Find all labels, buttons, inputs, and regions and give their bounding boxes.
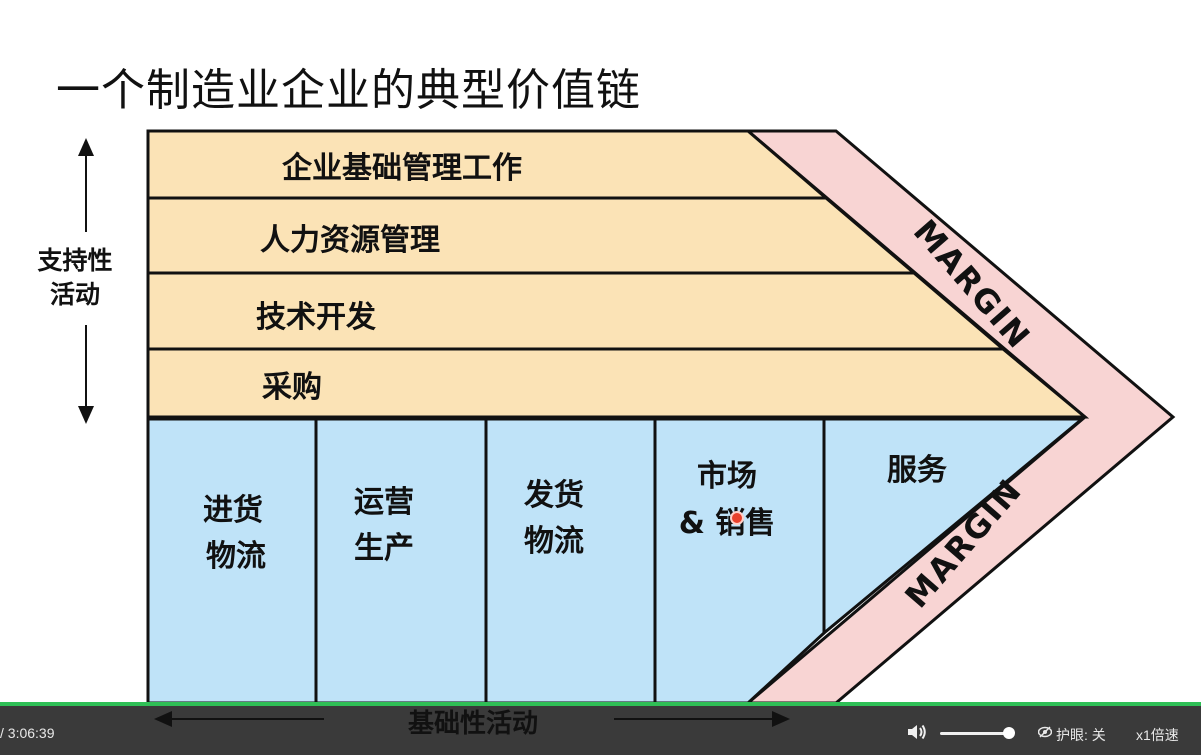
support-label-procurement: 采购 <box>262 370 322 405</box>
primary-label-operations-1: 运营 <box>354 485 414 520</box>
support-label-technology: 技术开发 <box>256 300 376 335</box>
support-label-line2: 活动 <box>49 280 100 309</box>
primary-label-marketing-1: 市场 <box>697 459 757 494</box>
cursor-dot <box>730 511 744 525</box>
video-player-bar: / 3:06:39 护眼: 关 x1倍速 <box>0 702 1201 755</box>
eye-care-icon[interactable] <box>1038 726 1052 738</box>
eye-care-toggle[interactable]: 护眼: 关 <box>1056 727 1106 743</box>
primary-col-operations <box>314 417 488 705</box>
primary-col-inbound <box>146 417 318 705</box>
playback-time: / 3:06:39 <box>0 725 55 741</box>
primary-label-inbound-1: 进货 <box>203 493 263 528</box>
primary-label-outbound-1: 发货 <box>523 478 584 513</box>
volume-slider[interactable] <box>940 732 1008 735</box>
playback-speed-button[interactable]: x1倍速 <box>1136 727 1179 743</box>
support-label-line1: 支持性 <box>37 246 113 275</box>
primary-label-operations-2: 生产 <box>354 531 414 566</box>
primary-col-service <box>822 417 1087 637</box>
primary-label-marketing-2: & 销售 <box>679 506 776 541</box>
support-activities-label: 支持性 活动 <box>30 244 120 312</box>
primary-label-inbound-2: 物流 <box>206 539 266 574</box>
primary-col-marketing <box>653 417 826 705</box>
volume-icon[interactable] <box>906 722 928 742</box>
support-label-infrastructure: 企业基础管理工作 <box>282 151 522 186</box>
support-label-hr: 人力资源管理 <box>260 223 440 258</box>
primary-label-outbound-2: 物流 <box>524 524 584 559</box>
primary-label-service: 服务 <box>887 453 947 488</box>
primary-col-outbound <box>484 417 657 705</box>
volume-slider-knob[interactable] <box>1003 727 1015 739</box>
slide-title: 一个制造业企业的典型价值链 <box>56 65 641 116</box>
support-row-procurement <box>146 347 1090 419</box>
